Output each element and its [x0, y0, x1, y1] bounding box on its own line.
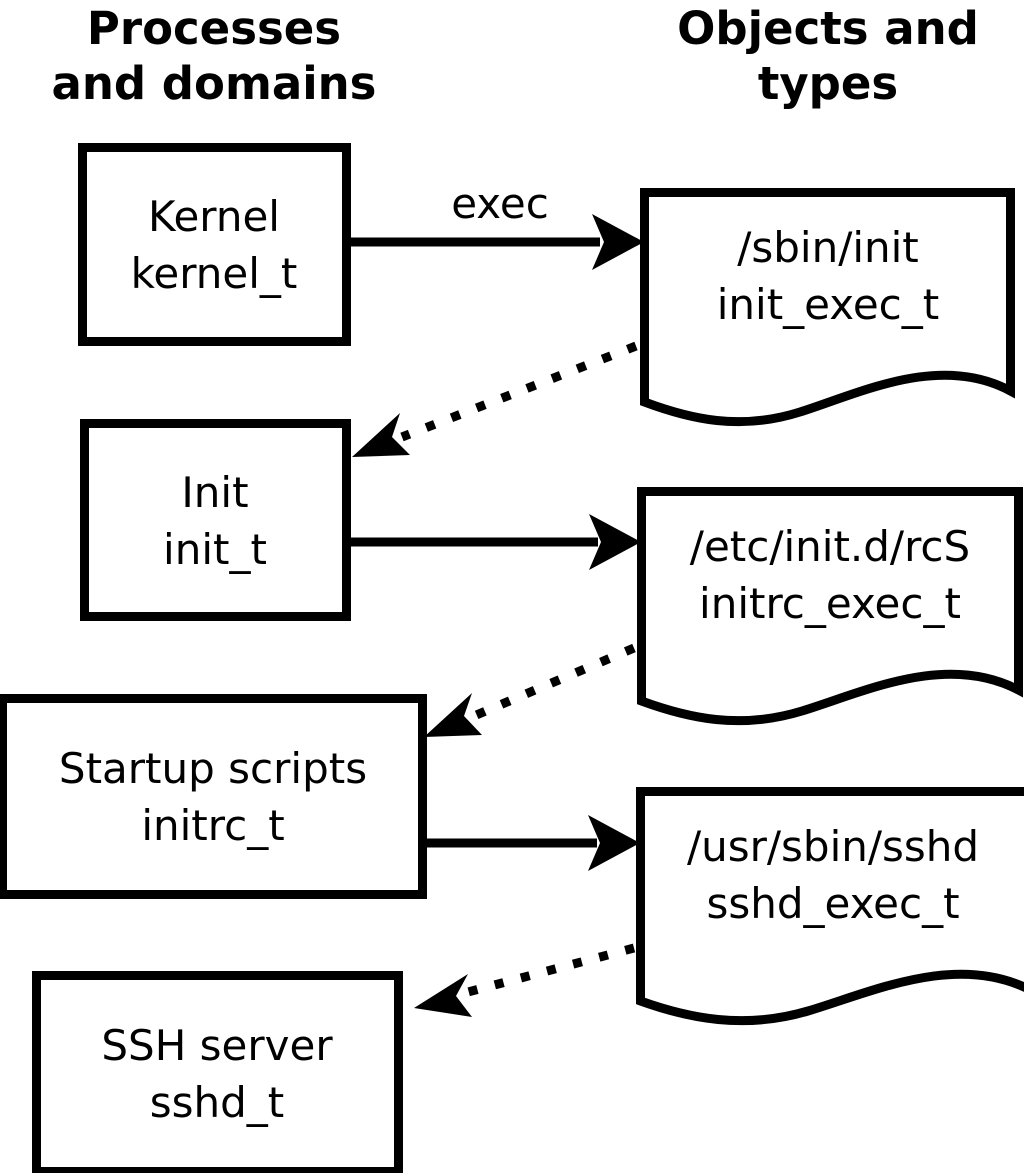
edge-startup-scripts-to-usr-sbin-sshd [422, 815, 640, 871]
edge-sbin-init-to-init [352, 341, 638, 457]
node-kernel-box[interactable] [78, 143, 351, 346]
node-ssh-server-line1: SSH server [101, 1021, 333, 1070]
node-ssh-server[interactable]: SSH server sshd_t [32, 971, 403, 1173]
edge-label-exec: exec [451, 179, 549, 228]
node-sbin-init-document[interactable] [640, 188, 1015, 427]
edge-usr-sbin-sshd-to-ssh-server [414, 943, 636, 1017]
node-ssh-server-box[interactable] [32, 971, 403, 1173]
edge-usr-sbin-sshd-to-ssh-server-arrowhead [414, 974, 472, 1017]
edge-kernel-to-sbin-init: exec [346, 179, 644, 270]
node-init-box[interactable] [80, 419, 351, 621]
node-sbin-init-line1: /sbin/init [737, 223, 919, 272]
node-startup-scripts-line2: initrc_t [141, 801, 284, 850]
node-startup-scripts-box[interactable] [0, 694, 427, 899]
column-header-processes: Processes and domains [52, 2, 377, 110]
node-usr-sbin-sshd-document[interactable] [636, 787, 1024, 1026]
edge-usr-sbin-sshd-to-ssh-server-line [466, 943, 636, 997]
node-init[interactable]: Init init_t [80, 419, 351, 621]
node-ssh-server-line2: sshd_t [150, 1078, 285, 1127]
edge-init-to-etc-initd-rcs-arrowhead [589, 514, 641, 570]
column-header-processes-line1: Processes [87, 2, 341, 55]
column-header-objects-line1: Objects and [677, 2, 979, 55]
node-startup-scripts[interactable]: Startup scripts initrc_t [0, 694, 427, 899]
node-sbin-init-line2: init_exec_t [717, 280, 940, 329]
column-header-processes-line2: and domains [52, 57, 377, 110]
node-kernel[interactable]: Kernel kernel_t [78, 143, 351, 346]
column-header-objects-line2: types [758, 57, 898, 110]
node-usr-sbin-sshd[interactable]: /usr/sbin/sshd sshd_exec_t [636, 787, 1024, 1026]
edge-sbin-init-to-init-line [400, 341, 638, 442]
node-usr-sbin-sshd-line2: sshd_exec_t [706, 879, 959, 928]
node-kernel-line2: kernel_t [131, 249, 298, 298]
edge-init-to-etc-initd-rcs [346, 514, 641, 570]
node-etc-initd-rcs-line2: initrc_exec_t [699, 579, 961, 628]
edge-sbin-init-to-init-arrowhead [352, 413, 410, 457]
edge-etc-initd-rcs-to-startup-scripts-line [472, 643, 636, 721]
node-usr-sbin-sshd-line1: /usr/sbin/sshd [687, 822, 979, 871]
node-sbin-init[interactable]: /sbin/init init_exec_t [640, 188, 1015, 427]
node-etc-initd-rcs-document[interactable] [637, 487, 1023, 726]
node-startup-scripts-line1: Startup scripts [59, 744, 367, 793]
edge-startup-scripts-to-usr-sbin-sshd-arrowhead [588, 815, 640, 871]
edge-kernel-to-sbin-init-arrowhead [592, 214, 644, 270]
node-etc-initd-rcs-line1: /etc/init.d/rcS [690, 522, 970, 571]
node-init-line2: init_t [163, 525, 267, 574]
edge-etc-initd-rcs-to-startup-scripts [424, 643, 636, 737]
node-init-line1: Init [181, 468, 248, 517]
edge-etc-initd-rcs-to-startup-scripts-arrowhead [424, 693, 482, 737]
node-kernel-line1: Kernel [148, 192, 280, 241]
column-header-objects: Objects and types [677, 2, 979, 110]
node-etc-initd-rcs[interactable]: /etc/init.d/rcS initrc_exec_t [637, 487, 1023, 726]
